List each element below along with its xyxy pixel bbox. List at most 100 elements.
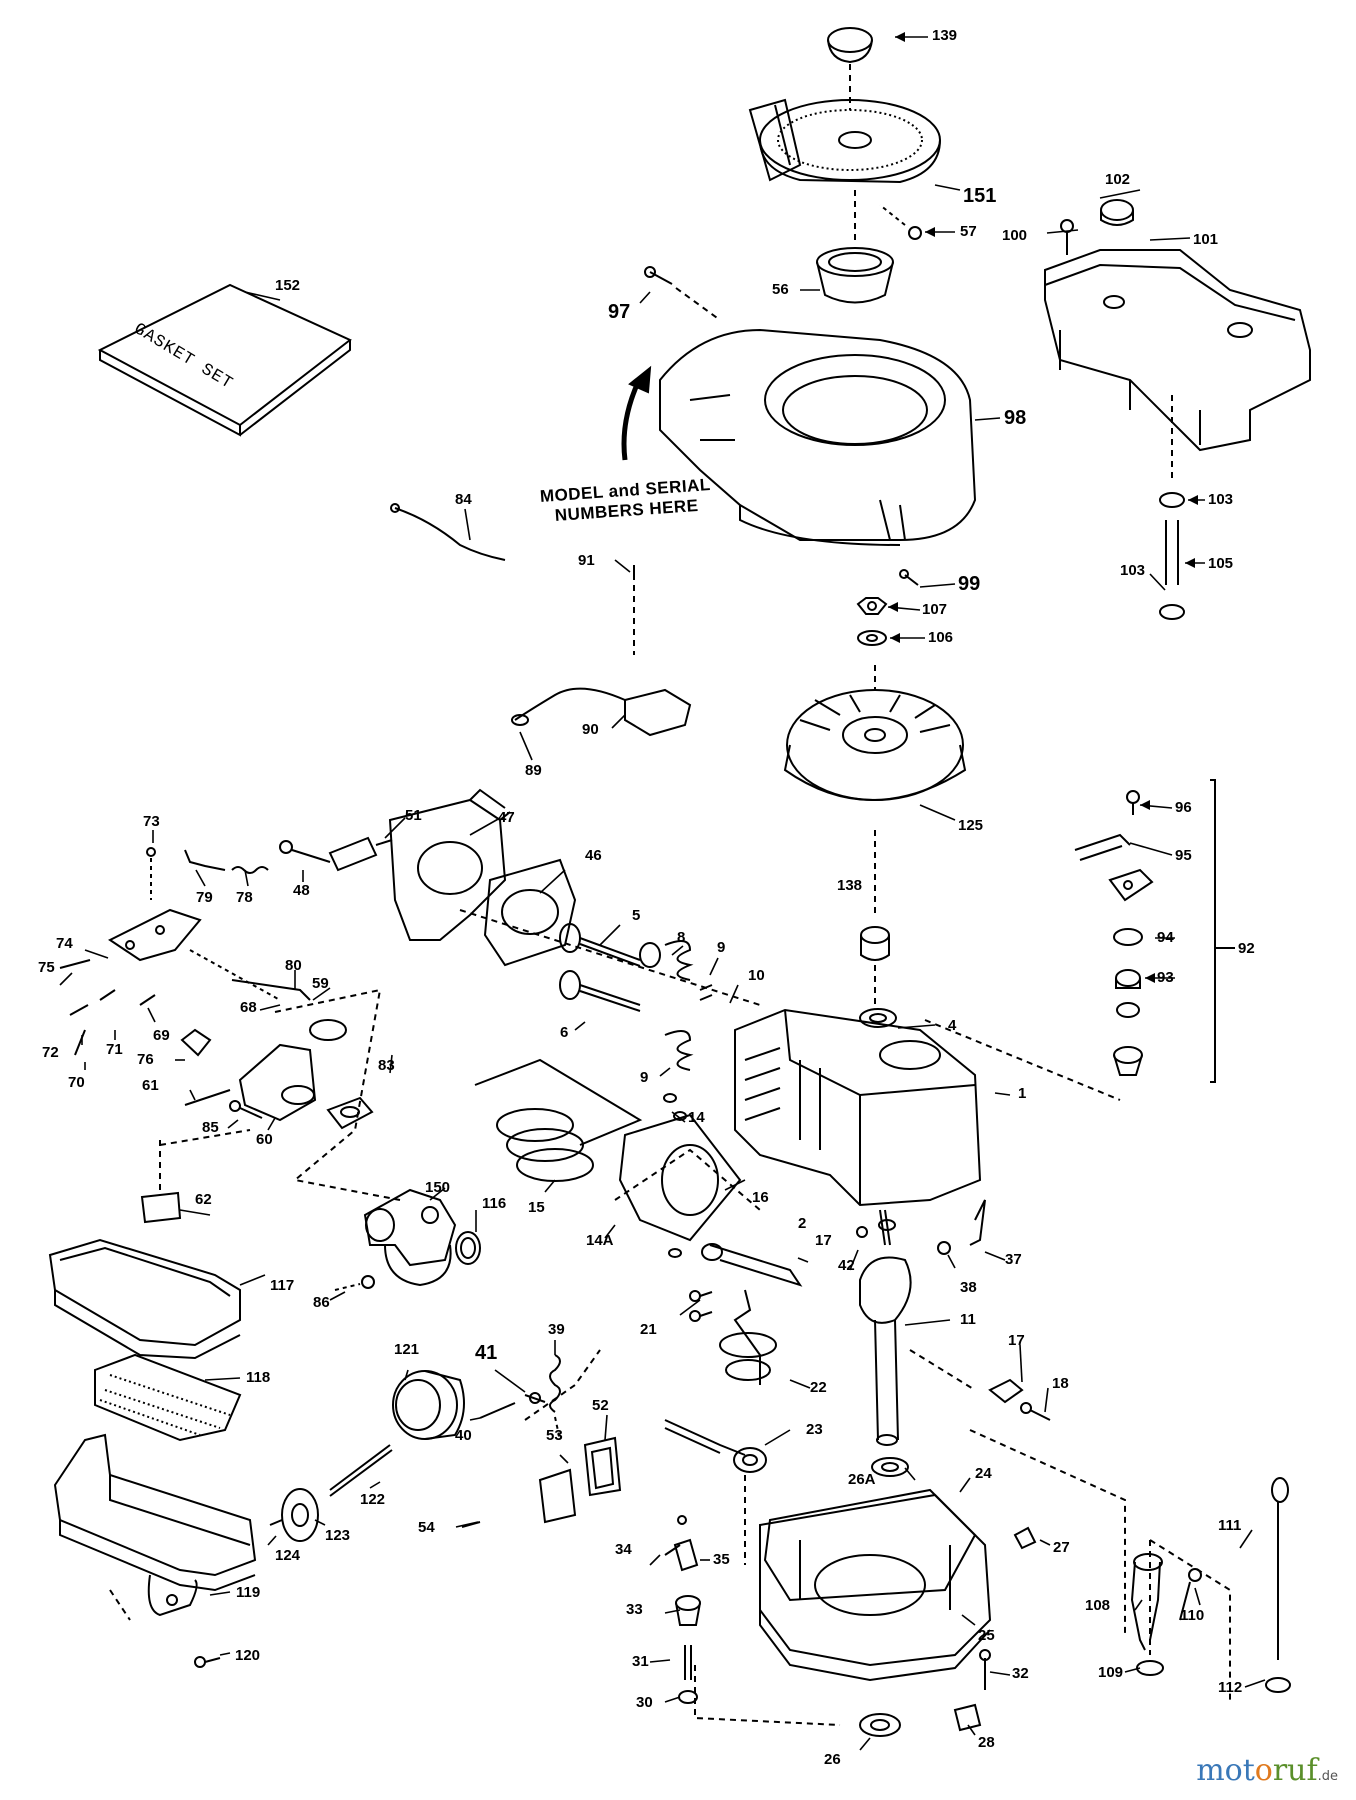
callout-78: 78 <box>236 889 253 906</box>
part-150-carburetor <box>363 1188 457 1287</box>
part-41-screw <box>524 1392 546 1404</box>
part-73-screw <box>146 847 156 900</box>
callout-47: 47 <box>498 809 515 826</box>
callout-123: 123 <box>325 1527 351 1544</box>
part-22-camshaft <box>719 1289 777 1385</box>
part-107-nut <box>856 597 888 615</box>
part-124-screw <box>269 1519 283 1526</box>
part-4-seal <box>859 1008 897 1028</box>
callout-21: 21 <box>640 1321 657 1338</box>
callout-68: 68 <box>240 999 257 1016</box>
part-35-bushing <box>673 1538 699 1572</box>
part-76-clip <box>180 1028 212 1057</box>
callout-51: 51 <box>405 807 422 824</box>
part-38-washer <box>937 1241 951 1255</box>
callout-152: 152 <box>275 277 301 294</box>
part-116-gasket <box>455 1231 481 1265</box>
part-61-screw <box>184 1089 231 1106</box>
part-118-air-filter <box>94 1353 242 1442</box>
part-69-screw <box>139 994 156 1006</box>
callout-83: 83 <box>378 1057 395 1074</box>
callout-9-lower: 9 <box>640 1069 649 1086</box>
callout-28: 28 <box>978 1734 995 1751</box>
callout-26: 26 <box>824 1751 841 1768</box>
part-74-control-bracket <box>108 908 202 962</box>
callout-108: 108 <box>1085 1597 1111 1614</box>
callout-8: 8 <box>677 929 686 946</box>
callout-32: 32 <box>1012 1665 1029 1682</box>
callout-35: 35 <box>713 1551 730 1568</box>
callout-97: 97 <box>608 301 631 323</box>
part-25-crankcase-cover <box>744 1429 1126 1682</box>
callout-41: 41 <box>475 1342 498 1364</box>
callout-109: 109 <box>1098 1664 1124 1681</box>
callout-17-upper: 17 <box>815 1232 832 1249</box>
callout-74: 74 <box>56 935 73 952</box>
part-101-fuel-tank <box>1044 249 1311 452</box>
watermark-tld: .de <box>1317 1769 1338 1784</box>
watermark-part-1: mot <box>1196 1753 1255 1788</box>
callout-84: 84 <box>455 491 472 508</box>
callout-40: 40 <box>455 1427 472 1444</box>
callout-100: 100 <box>1002 227 1028 244</box>
callout-79: 79 <box>196 889 213 906</box>
callout-95: 95 <box>1175 847 1192 864</box>
part-97-screw <box>644 266 721 321</box>
callout-17-lower: 17 <box>1008 1332 1025 1349</box>
part-1-cylinder-block <box>734 1008 1121 1207</box>
part-42-screw <box>856 1226 868 1238</box>
part-117-air-cleaner-cover <box>48 1238 241 1360</box>
callout-106: 106 <box>928 629 954 646</box>
motoruf-watermark: motoruf.de <box>1196 1756 1338 1786</box>
part-10-valve-keeper <box>699 984 713 1001</box>
part-26-oil-seal <box>694 1665 901 1737</box>
callout-46: 46 <box>585 847 602 864</box>
callout-31: 31 <box>632 1653 649 1670</box>
callout-80: 80 <box>285 957 302 974</box>
part-111-bracket <box>1149 1539 1231 1700</box>
part-102-fuel-cap <box>1100 199 1134 226</box>
part-57-screw <box>879 204 922 240</box>
callout-30: 30 <box>636 1694 653 1711</box>
part-37-bracket <box>969 1199 986 1246</box>
watermark-part-3: ruf <box>1272 1753 1318 1788</box>
callout-75: 75 <box>38 959 55 976</box>
callout-18: 18 <box>1052 1375 1069 1392</box>
callout-150: 150 <box>425 1179 451 1196</box>
callout-5: 5 <box>632 907 641 924</box>
callout-69: 69 <box>153 1027 170 1044</box>
part-109-o-ring <box>1136 1660 1164 1676</box>
callout-96: 96 <box>1175 799 1192 816</box>
part-93-valve <box>1113 928 1143 1076</box>
callout-39: 39 <box>548 1321 565 1338</box>
part-30-washer <box>678 1690 698 1704</box>
callout-122: 122 <box>360 1491 386 1508</box>
callout-121: 121 <box>394 1341 420 1358</box>
callout-60: 60 <box>256 1131 273 1148</box>
part-9-valve-spring <box>664 940 694 1071</box>
callout-92: 92 <box>1238 940 1255 957</box>
callout-125: 125 <box>958 817 984 834</box>
part-121-breather <box>392 1370 465 1440</box>
part-48-head-bolt <box>279 840 331 863</box>
callout-112: 112 <box>1218 1679 1243 1696</box>
part-96-screw <box>1126 790 1140 815</box>
part-112-dipstick <box>1265 1477 1291 1693</box>
part-100-bolt <box>1060 219 1074 255</box>
part-59-elbow <box>309 1019 347 1041</box>
part-34-plunger <box>664 1515 687 1556</box>
part-51-spark-plug <box>328 836 393 872</box>
callout-1: 1 <box>1018 1085 1027 1102</box>
callout-73: 73 <box>143 813 160 830</box>
part-94-flange <box>1108 868 1154 902</box>
callout-62: 62 <box>195 1191 212 1208</box>
callout-85: 85 <box>202 1119 219 1136</box>
callout-54: 54 <box>418 1519 435 1536</box>
part-28-plug <box>953 1703 982 1732</box>
part-33-fitting <box>675 1595 701 1626</box>
callout-2: 2 <box>798 1215 807 1232</box>
callout-33: 33 <box>626 1601 643 1618</box>
callout-99: 99 <box>958 573 981 595</box>
callout-94: 94 <box>1157 929 1174 946</box>
part-85-screw <box>229 1100 263 1119</box>
